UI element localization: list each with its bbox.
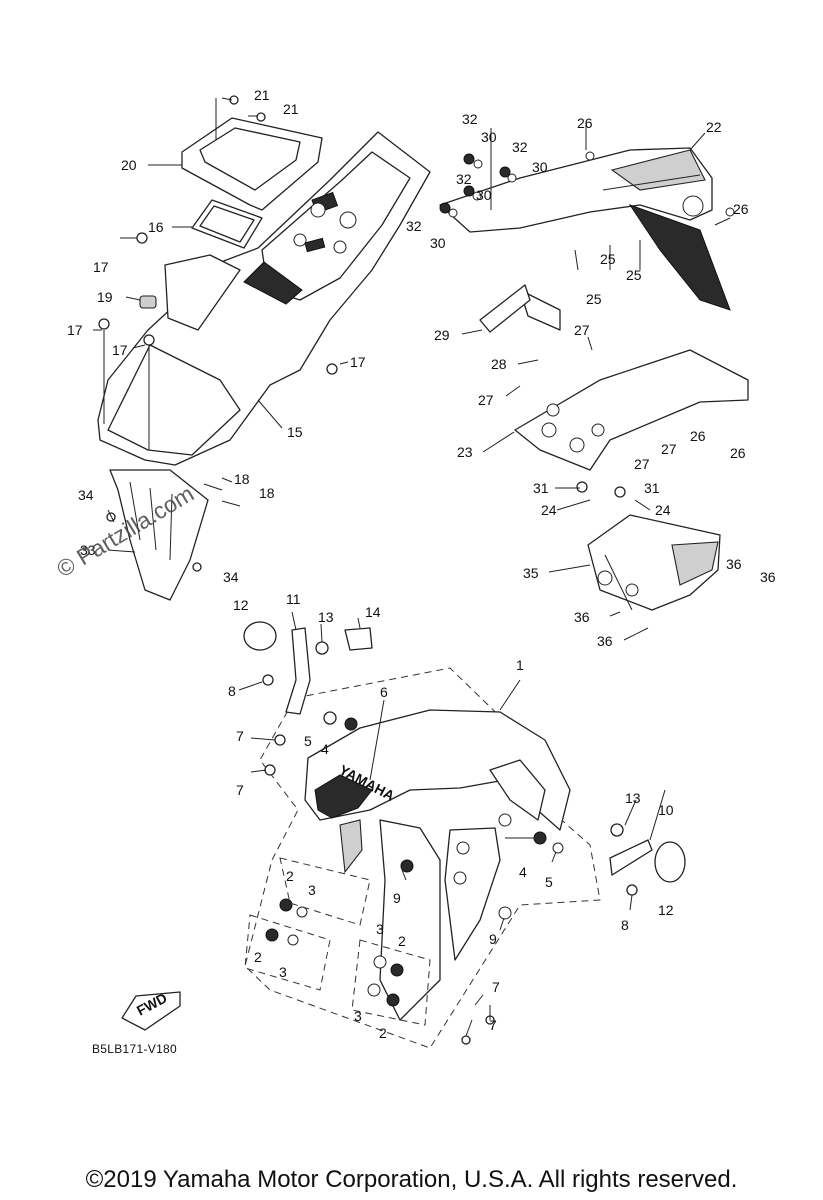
callout: 27 <box>478 392 494 408</box>
callout: 36 <box>597 633 613 649</box>
callout: 36 <box>726 556 742 572</box>
callout: 35 <box>523 565 539 581</box>
callout: 11 <box>286 591 301 607</box>
callout: 30 <box>476 187 492 203</box>
diagram-code: B5LB171-V180 <box>92 1042 177 1056</box>
callout: 6 <box>380 684 388 700</box>
clip <box>344 627 373 651</box>
callout: 26 <box>733 201 749 217</box>
callout: 32 <box>406 218 422 234</box>
callout: 1 <box>516 657 524 673</box>
callout: 5 <box>545 874 553 890</box>
bracket-29 <box>479 284 531 333</box>
callout: 8 <box>228 683 236 699</box>
callout: 27 <box>634 456 650 472</box>
callout: 4 <box>519 864 527 880</box>
callout: 19 <box>97 289 113 305</box>
callout: 26 <box>730 445 746 461</box>
callout: 18 <box>259 485 275 501</box>
callout: 30 <box>532 159 548 175</box>
callout: 25 <box>600 251 616 267</box>
reflector-left <box>243 621 277 651</box>
callout: 2 <box>286 868 294 884</box>
callout: 12 <box>233 597 249 613</box>
callout: 9 <box>393 890 401 906</box>
direction-arrow: FWD <box>121 990 181 1031</box>
reflector-right <box>654 841 686 883</box>
callout: 17 <box>350 354 366 370</box>
callout: 2 <box>379 1025 387 1041</box>
callout: 36 <box>760 569 776 585</box>
callout: 33 <box>80 542 96 558</box>
callout: 17 <box>112 342 128 358</box>
callout: 31 <box>533 480 549 496</box>
callout: 2 <box>254 949 262 965</box>
callout-labels: 21 21 20 16 17 19 17 17 17 15 18 18 34 3… <box>67 87 776 1041</box>
callout: 9 <box>489 931 497 947</box>
callout: 34 <box>223 569 239 585</box>
callout: 26 <box>577 115 593 131</box>
callout: 24 <box>541 502 557 518</box>
callout: 36 <box>574 609 590 625</box>
callout: 10 <box>658 802 674 818</box>
callout: 7 <box>236 782 244 798</box>
collar <box>139 295 157 309</box>
mud-flap <box>106 469 209 601</box>
callout: 3 <box>354 1008 362 1024</box>
callout: 32 <box>456 171 472 187</box>
callout: 4 <box>321 741 329 757</box>
tail-cover <box>587 514 721 611</box>
callout: 27 <box>574 322 590 338</box>
callout: 32 <box>512 139 528 155</box>
callout: 20 <box>121 157 137 173</box>
callout: 17 <box>67 322 83 338</box>
callout: 32 <box>462 111 478 127</box>
callout: 27 <box>661 441 677 457</box>
callout: 25 <box>586 291 602 307</box>
callout: 7 <box>492 979 500 995</box>
callout: 30 <box>430 235 446 251</box>
callout: 15 <box>287 424 303 440</box>
callout: 13 <box>318 609 334 625</box>
callout: 8 <box>621 917 629 933</box>
bolt-17 <box>98 232 338 375</box>
callout: 7 <box>236 728 244 744</box>
callout: 23 <box>457 444 473 460</box>
rear-fender-assembly <box>97 95 431 507</box>
callout: 30 <box>481 129 497 145</box>
callout: 26 <box>690 428 706 444</box>
fender-fittings <box>262 641 638 1045</box>
callout: 24 <box>655 502 671 518</box>
callout: 3 <box>279 964 287 980</box>
callout: 3 <box>308 882 316 898</box>
callout: 18 <box>234 471 250 487</box>
callout: 12 <box>658 902 674 918</box>
front-fender-assembly: YAMAHA <box>243 621 686 1049</box>
callout: 34 <box>78 487 94 503</box>
callout: 21 <box>283 101 299 117</box>
tail-cowl-assembly <box>439 147 749 611</box>
callout: 17 <box>93 259 109 275</box>
decal <box>314 774 373 819</box>
callout: 16 <box>148 219 164 235</box>
callout: 5 <box>304 733 312 749</box>
callout: 22 <box>706 119 722 135</box>
callout: 31 <box>644 480 660 496</box>
callout: 13 <box>625 790 641 806</box>
callout: 28 <box>491 356 507 372</box>
reflector-bracket-11 <box>285 627 311 715</box>
reflector-bracket-10 <box>609 839 653 876</box>
callout: 3 <box>376 921 384 937</box>
callout: 7 <box>489 1017 497 1033</box>
leader-lines <box>93 97 731 1037</box>
grommets <box>439 151 735 498</box>
copyright-notice: ©2019 Yamaha Motor Corporation, U.S.A. A… <box>85 1166 738 1193</box>
callout: 2 <box>398 933 406 949</box>
callout: 14 <box>365 604 381 620</box>
callout: 21 <box>254 87 270 103</box>
callout: 29 <box>434 327 450 343</box>
callout: 25 <box>626 267 642 283</box>
